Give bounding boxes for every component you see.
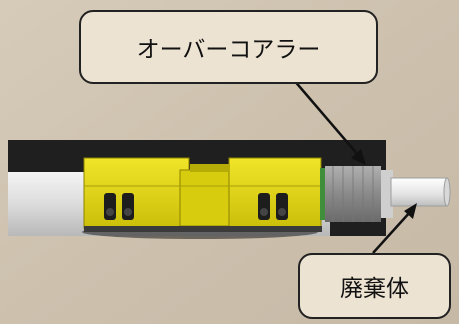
waste-body-label: 廃棄体 (298, 253, 451, 319)
green-ring (320, 168, 326, 220)
machine-body (83, 157, 322, 232)
machine-wheels (104, 193, 288, 220)
waste-body-arrow (372, 203, 417, 254)
overcollar-label-text: オーバーコアラー (136, 37, 321, 63)
overcollar-label: オーバーコアラー (79, 10, 378, 84)
waste-body-label-text: 廃棄体 (340, 276, 409, 302)
overcollar-arrow (292, 78, 366, 165)
waste-body-rod (390, 177, 448, 207)
sleeve-face (381, 170, 393, 218)
